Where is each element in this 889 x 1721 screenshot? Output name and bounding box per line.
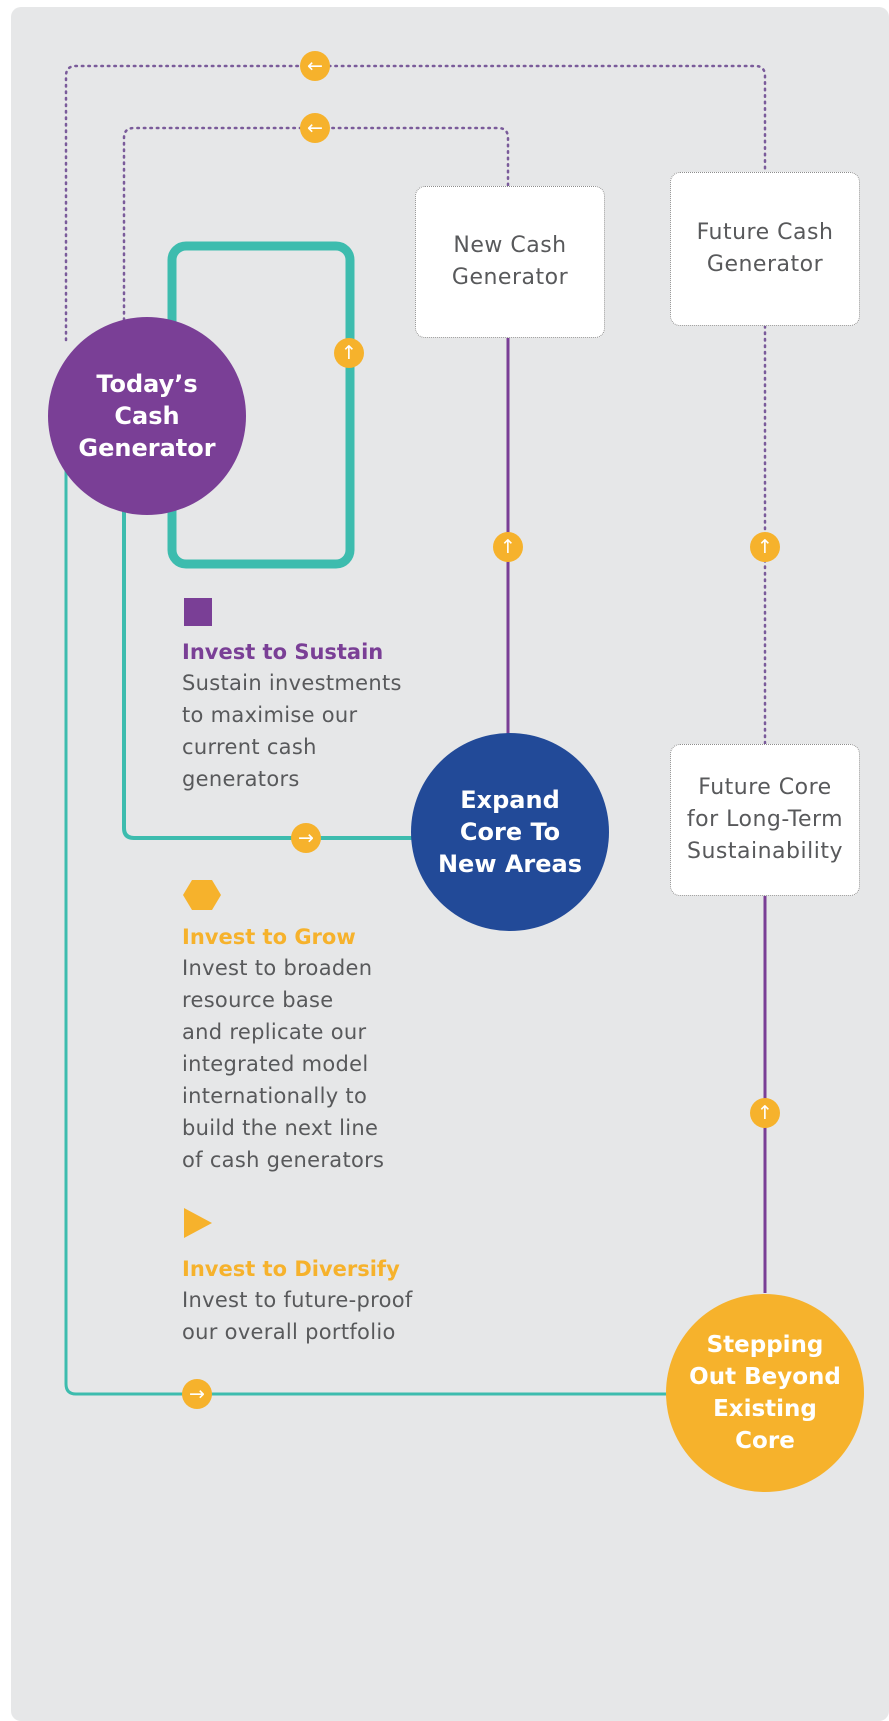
new-cash-generator-box: New Cash Generator (415, 186, 605, 338)
arrow-left-icon: ← (300, 113, 330, 143)
future-cash-generator-box: Future Cash Generator (670, 172, 860, 326)
legend-sustain: Invest to Sustain Sustain investments to… (182, 637, 462, 795)
dotted-loop-outer (64, 64, 767, 342)
legend-diversify-description: Invest to future-proof our overall portf… (182, 1288, 413, 1344)
legend-grow-description: Invest to broaden resource base and repl… (182, 956, 385, 1172)
arrow-up-icon: ↑ (493, 532, 523, 562)
today-cash-generator-circle: Today’s Cash Generator (48, 317, 246, 515)
arrow-left-icon: ← (300, 51, 330, 81)
stepping-out-circle: Stepping Out Beyond Existing Core (666, 1294, 864, 1492)
arrow-up-icon: ↑ (750, 1098, 780, 1128)
diversify-triangle-icon (184, 1208, 212, 1238)
arrow-right-icon: → (291, 823, 321, 853)
sustain-square-icon (184, 598, 212, 626)
teal-line-to-stepping-out (64, 470, 670, 1396)
new-cash-generator-label: New Cash Generator (451, 233, 569, 290)
teal-line-to-expand (122, 510, 414, 840)
expand-core-circle: Expand Core To New Areas (411, 733, 609, 931)
arrow-up-icon: ↑ (750, 532, 780, 562)
dotted-loop-inner (122, 126, 510, 322)
legend-sustain-description: Sustain investments to maximise our curr… (182, 671, 402, 791)
legend-sustain-title: Invest to Sustain (182, 640, 384, 664)
legend-diversify: Invest to Diversify Invest to future-pro… (182, 1254, 462, 1348)
future-core-box: Future Core for Long-Term Sustainability (670, 744, 860, 896)
arrow-right-icon: → (182, 1379, 212, 1409)
grow-hexagon-icon (183, 880, 221, 910)
legend-grow-title: Invest to Grow (182, 925, 356, 949)
future-cash-generator-label: Future Cash Generator (696, 220, 834, 277)
future-core-label: Future Core for Long-Term Sustainability (686, 775, 844, 864)
arrow-up-icon: ↑ (334, 338, 364, 368)
legend-grow: Invest to Grow Invest to broaden resourc… (182, 922, 462, 1176)
legend-diversify-title: Invest to Diversify (182, 1257, 400, 1281)
